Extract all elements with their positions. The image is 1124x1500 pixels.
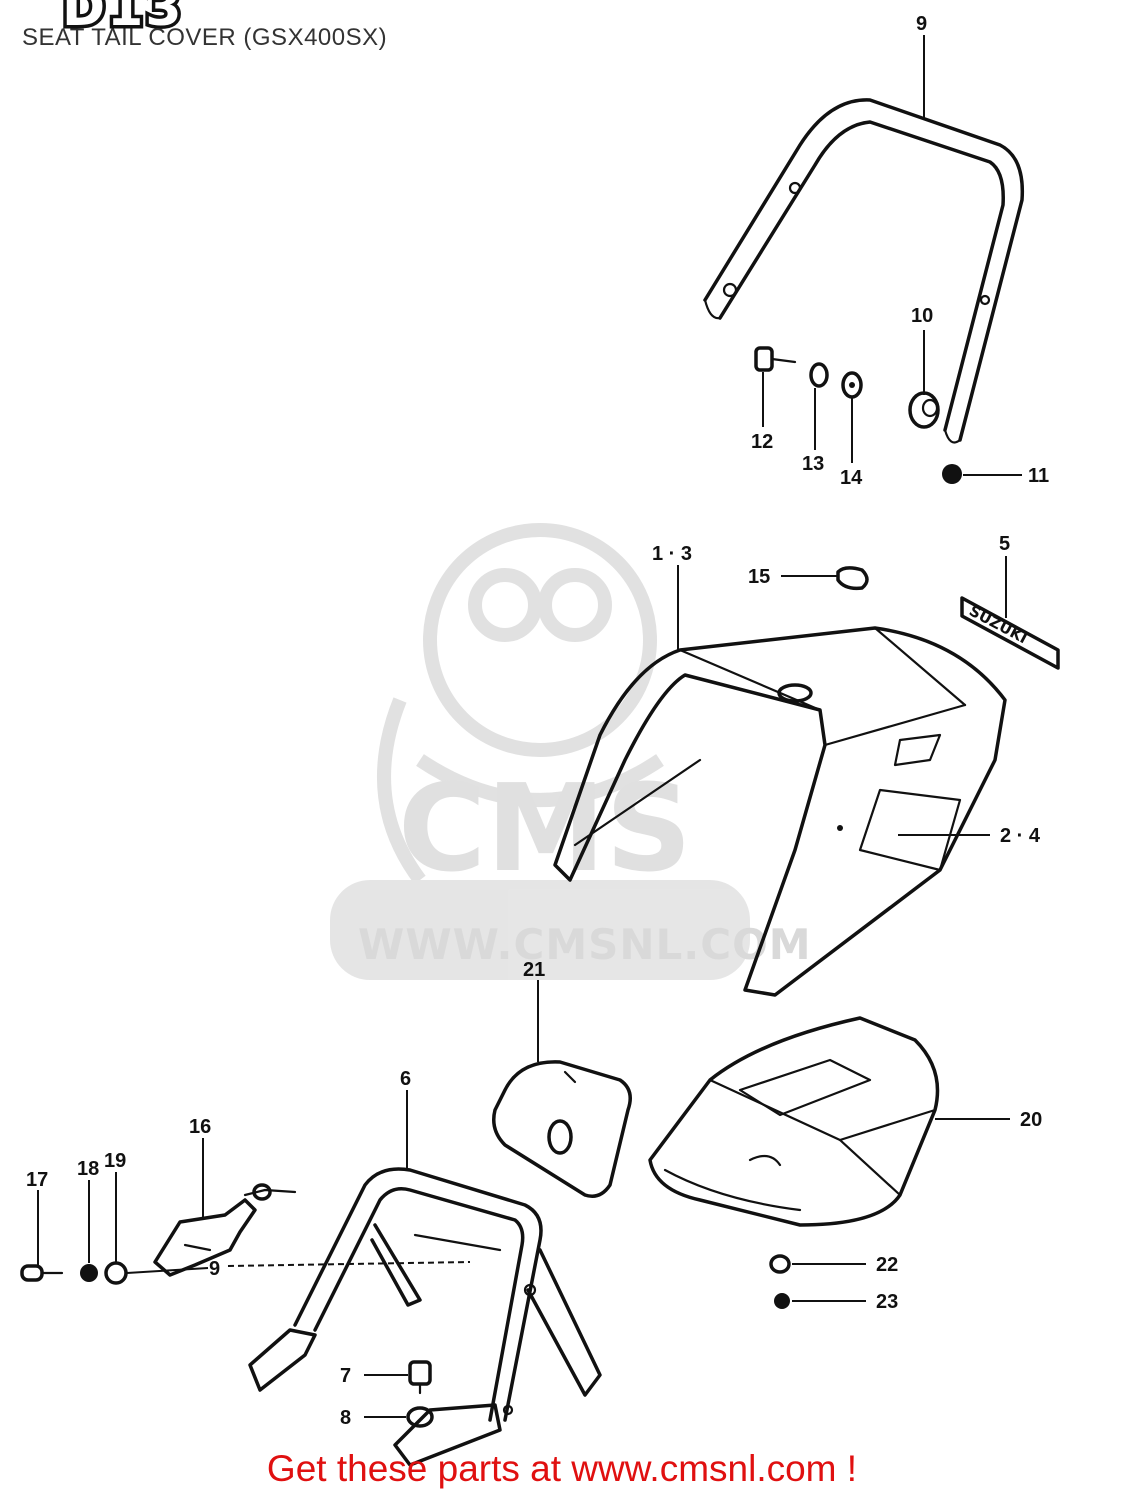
part-5-emblem: SUZUKI bbox=[960, 596, 1060, 670]
callout-13: 13 bbox=[802, 453, 824, 475]
part-10-grommet bbox=[908, 391, 940, 429]
part-11-nut bbox=[942, 464, 962, 484]
leader-lines bbox=[37, 35, 1022, 1418]
callout-15: 15 bbox=[748, 566, 770, 588]
part-1-3-seat-tail-cover bbox=[553, 626, 1007, 997]
page-title: SEAT TAIL COVER (GSX400SX) bbox=[22, 24, 388, 51]
callout-20: 20 bbox=[1020, 1109, 1042, 1131]
callout-19: 19 bbox=[104, 1150, 126, 1172]
callout-14: 14 bbox=[840, 467, 863, 489]
callout-21: 21 bbox=[523, 959, 545, 981]
part-23-nut bbox=[774, 1293, 790, 1309]
callout-18: 18 bbox=[77, 1158, 99, 1180]
diagram-code-logo: D13 bbox=[59, 0, 186, 38]
part-13-washer bbox=[809, 362, 829, 388]
part-20-rear-box bbox=[648, 1016, 940, 1227]
part-9-grab-rail bbox=[703, 98, 1025, 444]
part-22-washer bbox=[769, 1254, 791, 1274]
callout-12: 12 bbox=[751, 431, 773, 453]
footer-cta-link[interactable]: Get these parts at www.cmsnl.com ! bbox=[266, 1448, 858, 1489]
callout-2-4: 2 · 4 bbox=[1000, 825, 1041, 847]
part-19-washer bbox=[104, 1261, 128, 1285]
part-17-screw bbox=[20, 1264, 64, 1282]
part-21-plate bbox=[492, 1060, 632, 1198]
part-12-bolt bbox=[754, 346, 797, 372]
callout-1-3: 1 · 3 bbox=[652, 543, 692, 565]
callout-5: 5 bbox=[999, 533, 1010, 555]
callout-6: 6 bbox=[400, 1068, 411, 1090]
callout-22: 22 bbox=[876, 1254, 898, 1276]
watermark-cms-text: CMS bbox=[398, 760, 692, 899]
part-16-seat-lock bbox=[153, 1183, 297, 1277]
callout-16: 16 bbox=[189, 1116, 211, 1138]
callout-23: 23 bbox=[876, 1291, 898, 1313]
part-15-cushion bbox=[836, 566, 869, 591]
callout-labels: 9 10 11 12 13 14 1 · 3 15 5 2 · 4 21 20 … bbox=[26, 13, 1049, 1429]
part-14-washer bbox=[841, 371, 863, 399]
watermark-url: WWW.CMSNL.COM bbox=[358, 920, 812, 969]
part-7-bolt bbox=[408, 1360, 432, 1395]
part-6-bracket bbox=[248, 1167, 602, 1467]
callout-17: 17 bbox=[26, 1169, 48, 1191]
callout-8: 8 bbox=[340, 1407, 351, 1429]
part-18-washer bbox=[80, 1264, 98, 1282]
part-8-washer bbox=[406, 1406, 434, 1428]
callout-11: 11 bbox=[1028, 465, 1049, 487]
callout-7: 7 bbox=[340, 1365, 351, 1387]
callout-10: 10 bbox=[911, 305, 933, 327]
callout-9-lock: 9 bbox=[209, 1258, 220, 1280]
callout-9-top: 9 bbox=[916, 13, 927, 35]
